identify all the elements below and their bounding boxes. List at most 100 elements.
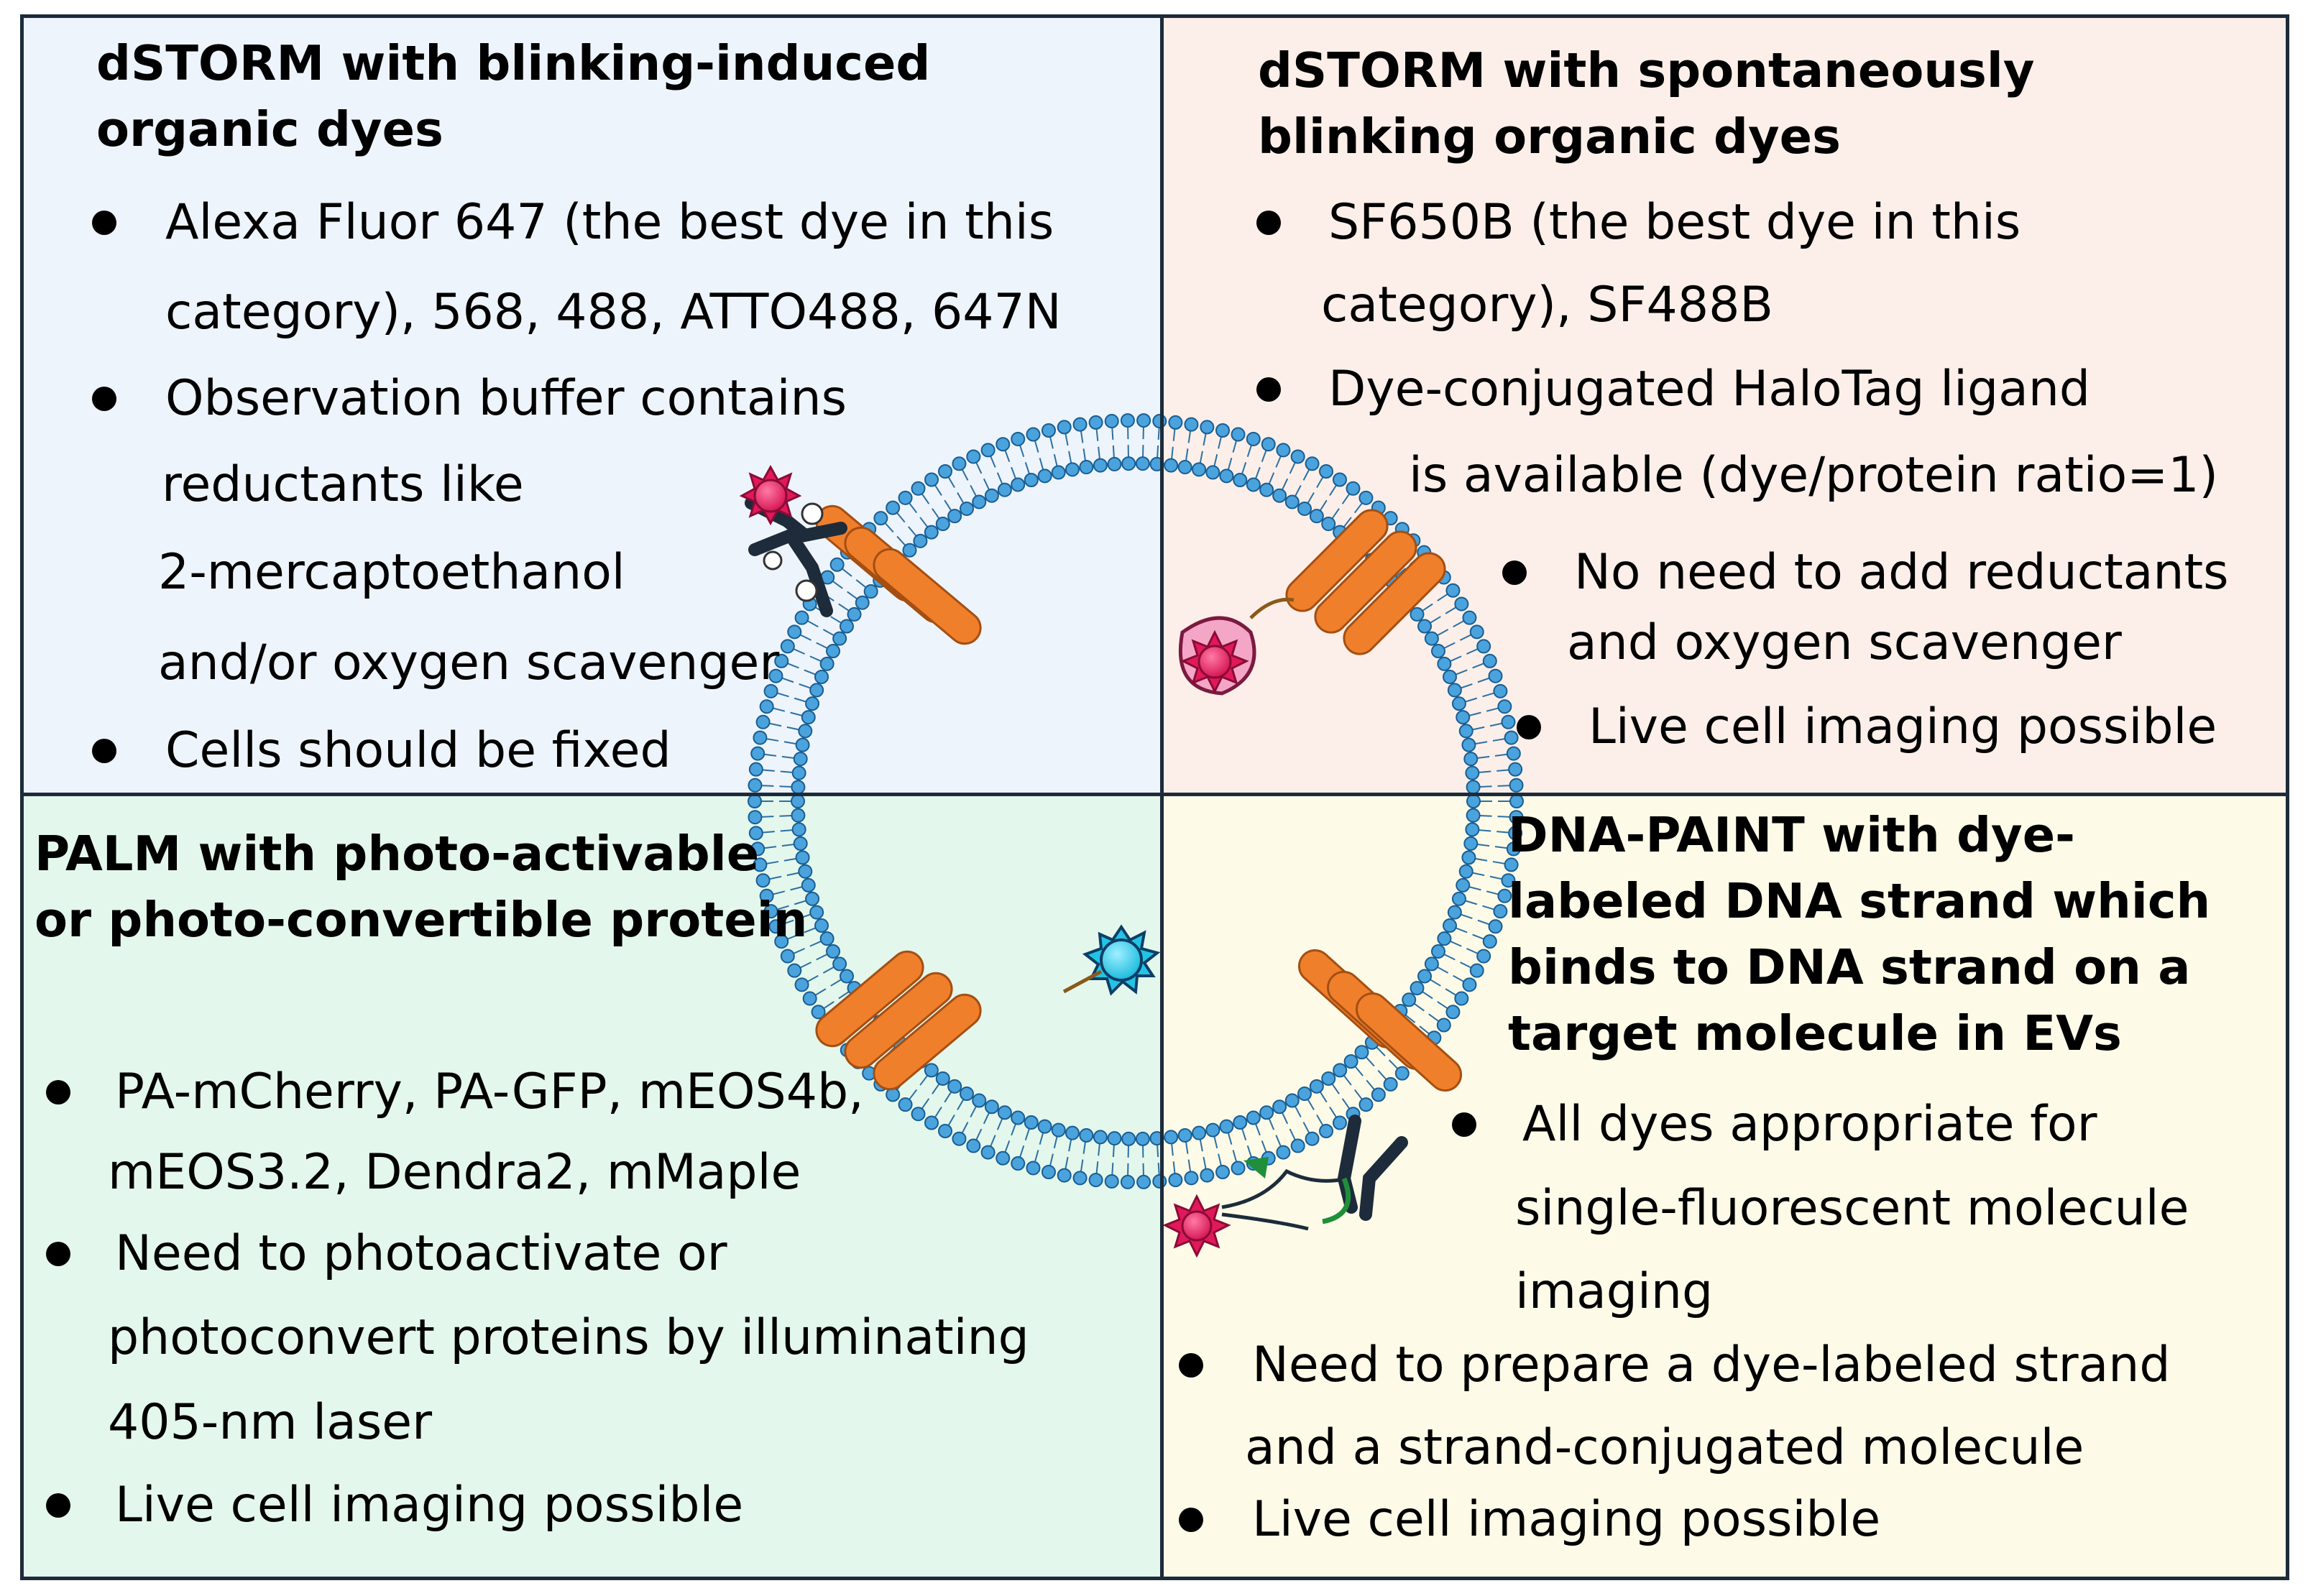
lipid-head: [1424, 631, 1439, 646]
fluorescent-protein-icon: [1062, 924, 1161, 996]
lipid-head: [1456, 710, 1471, 725]
bullet-icon: [1517, 715, 1541, 739]
lipid-head: [1290, 1138, 1305, 1153]
bl-bullet-1-line-2: mEOS3.2, Dendra2, mMaple: [108, 1144, 801, 1201]
lipid-head: [1079, 460, 1094, 475]
tr-bullet-2-line-2: is available (dye/protein ratio=1): [1409, 447, 2219, 504]
lipid-head: [1504, 730, 1519, 745]
lipid-head: [1037, 1119, 1052, 1134]
lipid-head: [1488, 668, 1503, 683]
lipid-head: [748, 762, 763, 777]
tr-title-line-1: dSTORM with spontaneously: [1258, 42, 2035, 98]
lipid-head: [898, 1097, 913, 1112]
lipid-head: [801, 710, 816, 725]
lipid-head: [1184, 1171, 1199, 1186]
bullet-icon: [92, 387, 116, 411]
lipid-head: [984, 488, 999, 503]
br-title-line-2: labeled DNA strand which: [1508, 873, 2211, 929]
lipid-head: [1461, 850, 1476, 865]
lipid-head: [1309, 1079, 1324, 1094]
lipid-head: [1319, 464, 1333, 479]
bullet-icon: [92, 739, 116, 763]
lipid-head: [748, 826, 763, 841]
lipid-head: [1501, 873, 1516, 888]
lipid-head: [1442, 918, 1457, 933]
lipid-head: [798, 864, 813, 879]
lipid-head: [768, 668, 783, 683]
lipid-head: [768, 919, 783, 934]
halotag-dye-icon: [1178, 597, 1295, 696]
lipid-head: [1297, 501, 1312, 516]
lipid-head: [1041, 423, 1056, 438]
br-bullet-1-line-1: All dyes appropriate for: [1522, 1096, 2097, 1153]
lipid-head: [1072, 417, 1088, 432]
lipid-head: [1184, 417, 1199, 432]
lipid-head: [1136, 1174, 1151, 1189]
lipid-head: [1442, 669, 1457, 684]
lipid-head: [793, 836, 808, 851]
lipid-head: [1463, 836, 1479, 851]
lipid-head: [1461, 737, 1476, 752]
lipid-head: [1493, 904, 1508, 919]
lipid-head: [1037, 469, 1052, 484]
lipid-head: [1215, 1164, 1231, 1179]
lipid-head: [1394, 1066, 1410, 1081]
bl-bullet-1-line-1: PA-mCherry, PA-GFP, mEOS4b,: [115, 1064, 864, 1120]
lipid-head: [755, 873, 771, 888]
transmembrane-helix: [1314, 530, 1417, 634]
tr-bullet-1-line-1: SF650B (the best dye in this: [1328, 194, 2021, 251]
tl-title-line-2: organic dyes: [96, 101, 443, 157]
lipid-head: [1346, 481, 1361, 496]
lipid-head: [980, 443, 996, 458]
lipid-head: [980, 1145, 996, 1160]
lipid-head: [1305, 1131, 1320, 1146]
lipid-head: [780, 949, 795, 964]
lipid-head: [1136, 413, 1151, 428]
bullet-icon: [46, 1080, 70, 1104]
lipid-head: [1297, 1087, 1312, 1102]
lipid-head: [814, 918, 829, 933]
lipid-head: [809, 905, 824, 920]
lipid-head: [794, 610, 809, 625]
lipid-head: [972, 494, 987, 509]
lipid-head: [1437, 931, 1452, 946]
lipid-head: [826, 944, 841, 959]
lipid-head: [1120, 413, 1135, 428]
lipid-head: [1371, 1087, 1386, 1102]
lipid-head: [1456, 877, 1471, 892]
lipid-head: [787, 624, 802, 640]
lipid-head: [1093, 458, 1108, 473]
lipid-head: [839, 969, 854, 984]
lipid-head: [966, 449, 981, 464]
lipid-head: [997, 482, 1012, 497]
lipid-head: [1509, 810, 1524, 825]
lipid-head: [1065, 462, 1080, 477]
lipid-head: [1321, 1071, 1336, 1086]
lipid-head: [886, 500, 901, 515]
lipid-head: [1276, 443, 1291, 458]
lipid-head: [898, 490, 913, 505]
lipid-head: [1051, 465, 1066, 480]
bullet-icon: [1179, 1353, 1203, 1378]
lipid-head: [1343, 1054, 1358, 1069]
lipid-head: [1506, 841, 1521, 857]
lipid-head: [1065, 1125, 1080, 1140]
lipid-head: [780, 639, 795, 654]
lipid-head: [935, 1071, 950, 1086]
lipid-head: [1011, 477, 1026, 492]
lipid-head: [1233, 473, 1248, 488]
lipid-head: [753, 730, 768, 745]
lipid-head: [1219, 469, 1234, 484]
lipid-head: [802, 991, 817, 1006]
bullet-icon: [1452, 1112, 1476, 1137]
lipid-head: [947, 1079, 962, 1094]
lipid-head: [1445, 1005, 1461, 1020]
lipid-head: [1231, 427, 1246, 442]
tl-bullet-1-line-2: category), 568, 488, ATTO488, 647N: [165, 284, 1062, 341]
lipid-head: [1462, 977, 1477, 992]
lipid-head: [952, 1131, 967, 1146]
lipid-head: [1465, 822, 1480, 837]
lipid-head: [1476, 639, 1491, 654]
lipid-head: [1107, 456, 1122, 471]
